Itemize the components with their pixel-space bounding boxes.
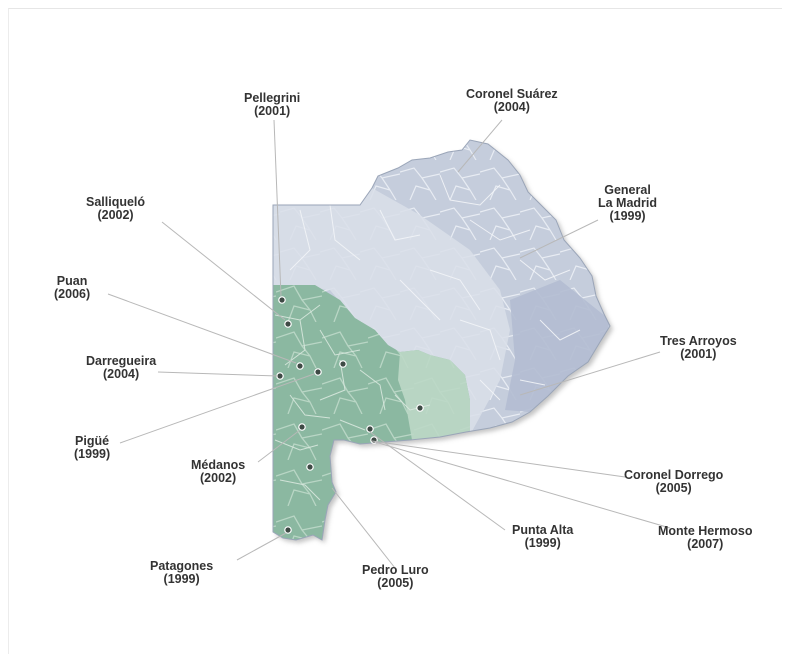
town-name: Monte Hermoso [658, 524, 753, 538]
town-name-line2: La Madrid [598, 196, 658, 210]
town-year: (2005) [655, 481, 692, 495]
town-year: (2004) [103, 367, 140, 381]
light-green-district-region [398, 350, 470, 440]
town-marker [366, 425, 374, 433]
leader-line [107, 293, 297, 364]
label-pedro-luro: Pedro Luro (2005) [362, 564, 429, 590]
town-year: (1999) [163, 572, 200, 586]
label-puan: Puan (2006) [54, 275, 90, 301]
leader-line [331, 487, 396, 569]
town-name: Médanos [191, 458, 246, 472]
label-medanos: Médanos (2002) [191, 459, 245, 485]
label-coronel-dorrego: Coronel Dorrego (2005) [624, 469, 723, 495]
label-punta-alta: Punta Alta (1999) [512, 524, 573, 550]
town-year: (1999) [74, 447, 111, 461]
town-marker [298, 423, 306, 431]
town-year: (1999) [609, 209, 646, 223]
leader-line [236, 532, 287, 561]
leader-line [257, 429, 301, 463]
town-name: Puan [56, 274, 88, 288]
province-east-region [505, 280, 610, 412]
label-monte-hermoso: Monte Hermoso (2007) [658, 525, 752, 551]
leader-line [457, 119, 503, 173]
leader-line [371, 440, 626, 478]
town-name: Coronel Suárez [466, 87, 558, 101]
leader-line [273, 119, 282, 297]
town-marker [339, 360, 347, 368]
town-name: Patagones [150, 559, 214, 573]
town-name: Pedro Luro [362, 563, 429, 577]
town-year: (2001) [680, 347, 717, 361]
label-coronel-suarez: Coronel Suárez (2004) [466, 88, 558, 114]
town-name: Pellegrini [244, 91, 301, 105]
label-pellegrini: Pellegrini (2001) [244, 92, 300, 118]
town-year: (2002) [97, 208, 134, 222]
town-marker [416, 404, 424, 412]
leader-line [161, 221, 286, 321]
town-name: Coronel Dorrego [624, 468, 724, 482]
town-name: Punta Alta [512, 523, 574, 537]
town-year: (2006) [54, 287, 91, 301]
leader-line [374, 441, 671, 529]
town-marker [278, 296, 286, 304]
label-salliquelo: Salliqueló (2002) [86, 196, 145, 222]
town-year: (2005) [377, 576, 414, 590]
leader-line [519, 219, 599, 259]
town-name: Salliqueló [86, 195, 146, 209]
town-name: General [604, 183, 651, 197]
town-year: (2002) [200, 471, 237, 485]
town-year: (2007) [687, 537, 724, 551]
leader-line [157, 371, 279, 377]
town-year: (2004) [493, 100, 530, 114]
map-frame [8, 8, 782, 654]
label-tres-arroyos: Tres Arroyos (2001) [660, 335, 737, 361]
town-marker [306, 463, 314, 471]
leader-line [519, 351, 661, 396]
label-patagones: Patagones (1999) [150, 560, 213, 586]
town-marker [296, 362, 304, 370]
town-year: (1999) [524, 536, 561, 550]
leader-line [369, 431, 506, 531]
town-marker [314, 368, 322, 376]
town-name: Pigüé [75, 434, 110, 448]
label-darregueira: Darregueira (2004) [86, 355, 156, 381]
town-marker [284, 320, 292, 328]
leader-line [119, 373, 315, 444]
town-year: (2001) [254, 104, 291, 118]
label-general-la-madrid: General La Madrid (1999) [598, 184, 657, 223]
town-name: Tres Arroyos [660, 334, 737, 348]
town-name: Darregueira [86, 354, 157, 368]
town-marker [284, 526, 292, 534]
green-district-region [273, 285, 470, 540]
label-pigue: Pigüé (1999) [74, 435, 110, 461]
